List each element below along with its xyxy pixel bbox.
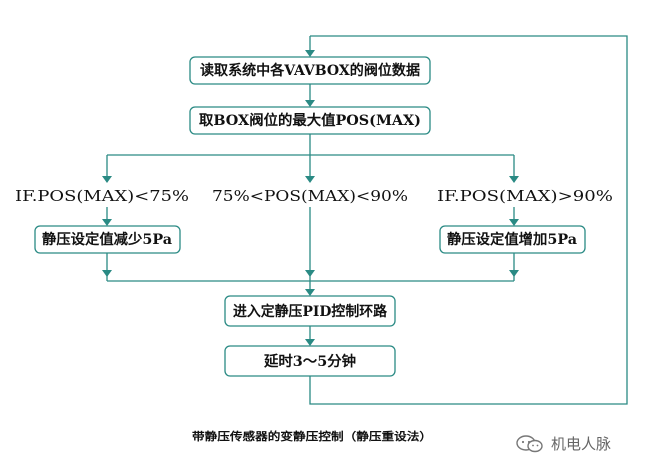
condition-high-label: IF.POS(MAX)>90% [437,187,613,205]
flow-lines [106,35,628,405]
figure-caption: 带静压传感器的变静压控制（静压重设法） [192,429,432,443]
box-read-data-label: 读取系统中各VAVBOX的阀位数据 [200,62,420,79]
watermark: 机电人脉 [515,433,611,454]
box-read-data: 读取系统中各VAVBOX的阀位数据 [189,56,431,85]
box-pid-label: 进入定静压PID控制环路 [233,303,388,320]
arrow-into-right-cond [509,176,519,183]
watermark-text: 机电人脉 [551,435,612,453]
arrow-mid-merge-down [305,270,315,277]
box-increase: 静压设定值增加5Pa [439,225,586,254]
arrow-into-read [305,50,315,57]
condition-low: IF.POS(MAX)<75% [12,185,192,205]
arrow-into-delay [305,339,315,346]
arrow-left-merge-down [102,270,112,277]
arrow-into-pid [305,289,315,296]
box-increase-label: 静压设定值增加5Pa [447,231,577,248]
box-pid: 进入定静压PID控制环路 [224,295,396,327]
arrow-into-increase [509,219,519,226]
flow-arrows [102,50,519,346]
arrow-into-left-cond [102,176,112,183]
wechat-icon [516,434,543,452]
box-delay: 延时3～5分钟 [224,345,396,377]
connector-feedback-loop [309,35,628,405]
arrow-into-max [305,100,315,107]
arrow-into-mid-cond [305,176,315,183]
arrow-into-decrease [102,219,112,226]
condition-low-label: IF.POS(MAX)<75% [15,187,189,205]
box-decrease-label: 静压设定值减少5Pa [42,231,172,248]
condition-mid: 75%<POS(MAX)<90% [212,185,412,205]
box-delay-label: 延时3～5分钟 [263,353,356,370]
box-take-max-label: 取BOX阀位的最大值POS(MAX) [199,112,421,129]
box-take-max: 取BOX阀位的最大值POS(MAX) [189,106,431,135]
box-decrease: 静压设定值减少5Pa [34,225,181,254]
condition-mid-label: 75%<POS(MAX)<90% [212,187,408,205]
condition-high: IF.POS(MAX)>90% [436,185,616,205]
arrow-right-merge-down [509,270,519,277]
